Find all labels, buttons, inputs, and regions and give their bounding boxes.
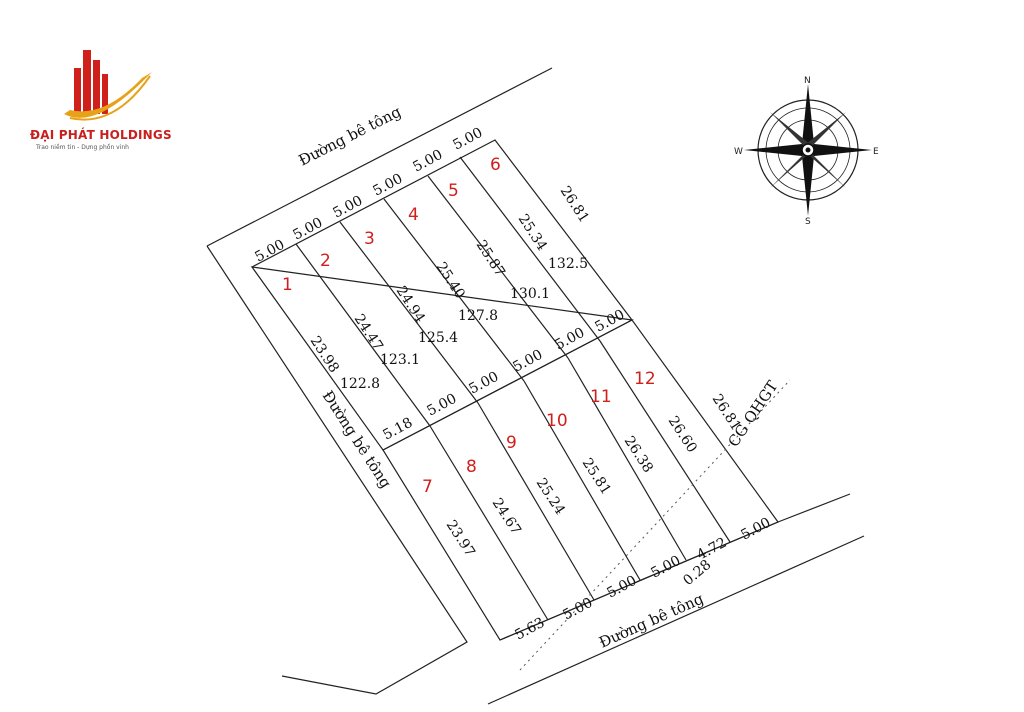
dim-top-depth-3: 24.94 — [393, 283, 428, 325]
brand-name: ĐẠI PHÁT HOLDINGS — [30, 128, 172, 142]
dim-top-depth-5: 25.87 — [473, 237, 508, 279]
lot-number-6: 6 — [490, 155, 501, 175]
lot-number-5: 5 — [448, 181, 459, 201]
dim-top-back-4: 5.00 — [510, 347, 545, 376]
lot-number-11: 11 — [590, 387, 612, 407]
dim-top-back-3: 5.00 — [466, 369, 501, 398]
lot-number-10: 10 — [546, 411, 568, 431]
dim-bottom-front-3: 5.00 — [604, 573, 639, 602]
lot-number-1: 1 — [282, 275, 293, 295]
compass-north: N — [804, 76, 811, 86]
dim-top-depth-1: 23.98 — [307, 333, 342, 375]
dim-bottom-depth-1: 23.97 — [443, 517, 478, 559]
planned-traffic-line — [519, 379, 791, 671]
dim-bottom-depth-5: 26.38 — [621, 433, 656, 475]
dim-top-back-1: 5.18 — [380, 415, 415, 444]
dim-top-back-2: 5.00 — [424, 391, 459, 420]
dim-top-depth-7: 26.81 — [557, 183, 592, 225]
dim-top-depth-2: 24.47 — [351, 311, 386, 353]
lot-area-6: 132.5 — [548, 256, 588, 272]
dim-top-depth-4: 25.40 — [433, 259, 468, 301]
dim-top-front-5: 5.00 — [410, 147, 445, 176]
dim-bottom-front-2: 5.00 — [560, 595, 595, 624]
road-label-left: Đường bê tông — [319, 387, 396, 491]
dim-bottom-front-4: 5.00 — [648, 553, 683, 582]
dim-bottom-depth-3: 25.24 — [533, 475, 568, 517]
lot-number-9: 9 — [506, 433, 517, 453]
lot-area-2: 123.1 — [380, 352, 420, 368]
dim-top-front-4: 5.00 — [370, 171, 405, 200]
compass-west: W — [734, 147, 743, 157]
brand-logo-icon — [64, 50, 152, 121]
dim-top-front-2: 5.00 — [290, 215, 325, 244]
dim-bottom-depth-7: 26.81 — [709, 391, 744, 433]
dim-bottom-front-1: 5.63 — [512, 615, 547, 644]
dim-bottom-front-7: 5.00 — [738, 515, 773, 544]
brand-tagline: Trao niềm tin - Dựng phồn vinh — [36, 144, 129, 151]
dim-bottom-front-6: 4.72 — [694, 535, 729, 564]
lot-number-12: 12 — [634, 369, 656, 389]
lot-area-3: 125.4 — [418, 330, 458, 346]
lot-number-8: 8 — [466, 457, 477, 477]
lot-number-3: 3 — [364, 229, 375, 249]
lot-boundaries — [250, 139, 779, 641]
compass-south: S — [805, 217, 811, 227]
brand-logo: ĐẠI PHÁT HOLDINGS Trao niềm tin - Dựng p… — [24, 40, 184, 160]
lot-area-5: 130.1 — [510, 286, 550, 302]
dim-top-front-6: 5.00 — [450, 125, 485, 154]
road-label-top: Đường bê tông — [296, 102, 405, 169]
dim-top-back-5: 5.00 — [552, 325, 587, 354]
lot-number-2: 2 — [320, 251, 331, 271]
dim-bottom-depth-4: 25.81 — [579, 455, 614, 497]
lot-area-4: 127.8 — [458, 308, 498, 324]
lot-area-1: 122.8 — [340, 376, 380, 392]
dim-top-depth-6: 25.34 — [515, 211, 550, 253]
compass-icon: N S E W — [734, 76, 879, 227]
lot-number-4: 4 — [408, 205, 419, 225]
compass-east: E — [873, 147, 879, 157]
dim-top-front-1: 5.00 — [252, 237, 287, 266]
lot-number-7: 7 — [422, 477, 433, 497]
